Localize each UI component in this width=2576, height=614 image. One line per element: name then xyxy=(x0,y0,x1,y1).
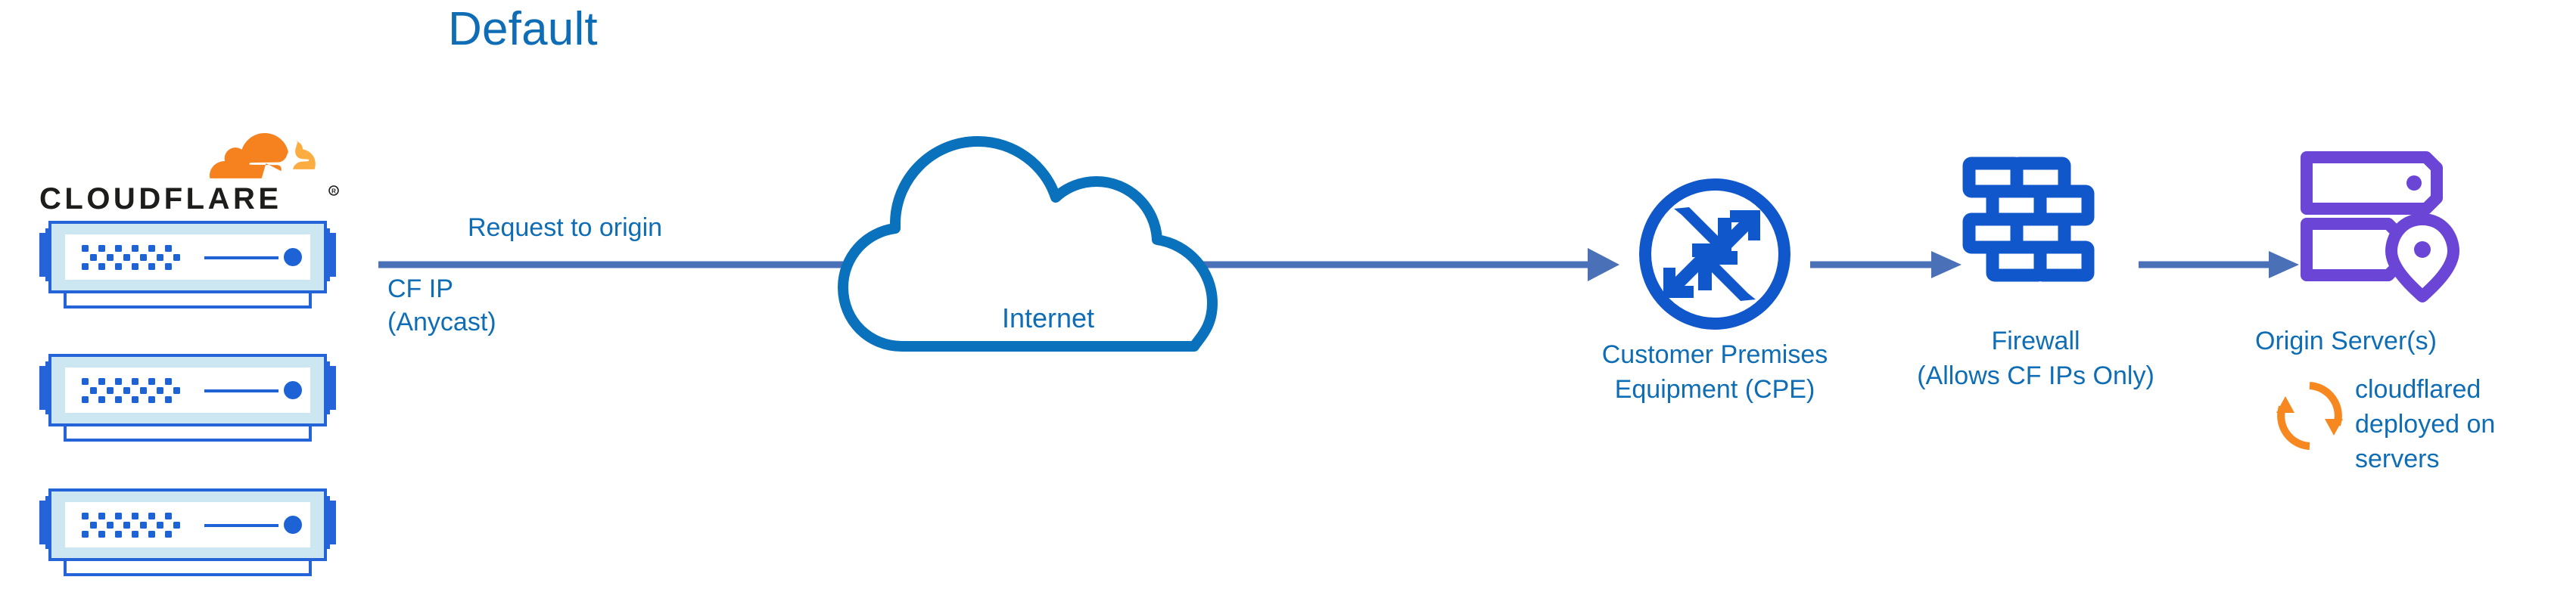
cf-ip-anycast-label: CF IP (Anycast) xyxy=(387,272,496,339)
firewall-label-line-1: Firewall xyxy=(1991,327,2080,355)
cf-ip-label-line-1: CF IP xyxy=(387,274,453,303)
origin-server-label: Origin Server(s) xyxy=(2255,324,2558,358)
cpe-label: Customer Premises Equipment (CPE) xyxy=(1518,337,1912,407)
cf-ip-label-line-2: (Anycast) xyxy=(387,308,496,336)
cloudflare-wordmark: CLOUDFLARE R xyxy=(39,182,339,216)
origin-label-line-1: Origin Server(s) xyxy=(2255,327,2437,355)
internet-label: Internet xyxy=(1001,302,1095,333)
edge-server-unit xyxy=(39,488,336,576)
svg-text:CLOUDFLARE: CLOUDFLARE xyxy=(39,182,282,216)
cloudflared-line-1: cloudflared xyxy=(2355,375,2481,404)
page-title: Default xyxy=(448,3,598,55)
router-icon xyxy=(1639,178,1790,330)
edge-server-unit xyxy=(39,221,336,309)
svg-text:R: R xyxy=(331,188,336,195)
edge-server-unit xyxy=(39,354,336,442)
request-to-origin-label: Request to origin xyxy=(468,213,663,242)
cloudflared-text: cloudflared deployed on servers xyxy=(2355,372,2567,476)
cpe-label-line-1: Customer Premises xyxy=(1601,340,1828,369)
cloudflared-line-2: deployed on xyxy=(2355,410,2496,439)
brick-wall-icon xyxy=(1962,157,2095,282)
cpe-label-line-2: Equipment (CPE) xyxy=(1614,375,1815,404)
firewall-to-origin-arrow xyxy=(2139,251,2299,278)
sync-refresh-icon xyxy=(2276,382,2343,450)
cloudflared-annotation: cloudflared deployed on servers xyxy=(2270,372,2573,523)
internet-cloud-icon xyxy=(838,136,1218,352)
cloudflared-line-3: servers xyxy=(2355,445,2440,473)
server-pin-icon xyxy=(2301,151,2459,302)
cpe-to-firewall-arrow xyxy=(1810,251,1962,278)
cloudflare-cloud-mark xyxy=(210,133,316,178)
cloudflare-logo: CLOUDFLARE R xyxy=(39,121,342,216)
firewall-label: Firewall (Allows CF IPs Only) xyxy=(1862,324,2210,393)
firewall-label-line-2: (Allows CF IPs Only) xyxy=(1917,361,2154,390)
